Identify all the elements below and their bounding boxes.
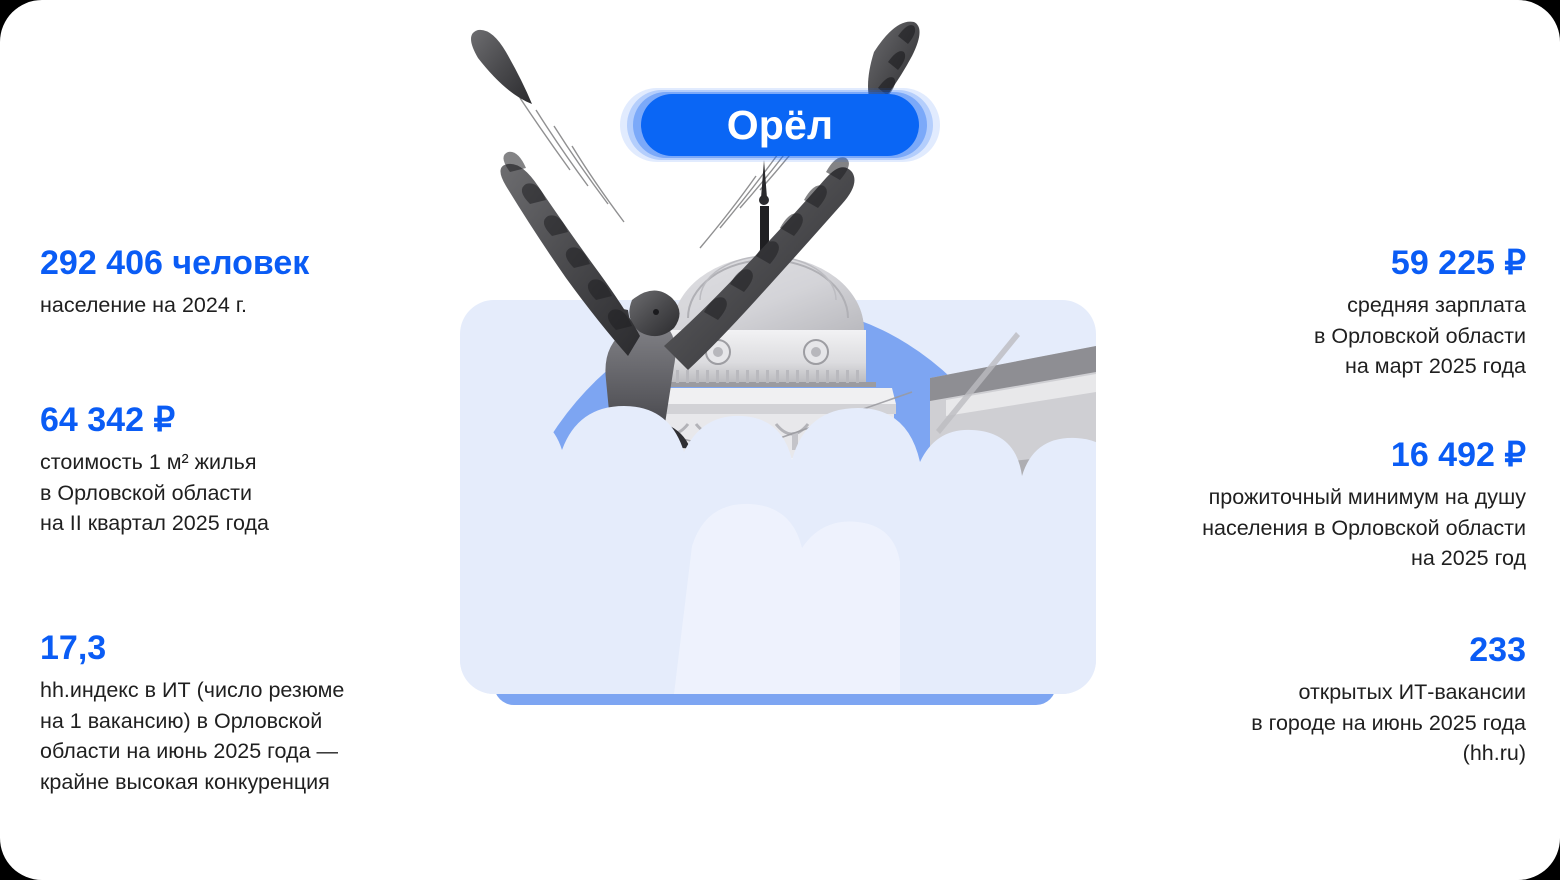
stat-value: 59 225 ₽ (1390, 244, 1526, 282)
stat-desc-line: на март 2025 года (1344, 354, 1526, 379)
stat-housing-price: 64 342 ₽ стоимость 1 м² жилья в Орловско… (40, 400, 460, 539)
stat-description: население на 2024 г. (40, 290, 460, 321)
stat-it-vacancies: 233 открытых ИТ-вакансии в городе на июн… (1106, 630, 1526, 769)
stat-living-wage: 16 492 ₽ прожиточный минимум на душу нас… (1086, 435, 1526, 574)
stat-desc-line: населения в Орловской области (1202, 515, 1526, 540)
stat-desc-line: средняя зарплата (1347, 293, 1526, 318)
city-title-badge: Орёл (620, 88, 940, 162)
stat-value: 16 492 ₽ (1390, 436, 1526, 474)
stat-desc-line: на 2025 год (1410, 546, 1526, 571)
stat-desc-line: прожиточный минимум на душу (1208, 485, 1526, 510)
stat-desc-line: на II квартал 2025 года (40, 511, 269, 536)
stat-description: прожиточный минимум на душу населения в … (1086, 482, 1526, 574)
stat-desc-line: области на июнь 2025 года — (40, 739, 339, 764)
stat-description: hh.индекс в ИТ (число резюме на 1 ваканс… (40, 675, 450, 797)
stat-desc-line: на 1 вакансию) в Орловской (40, 708, 323, 733)
stat-average-salary: 59 225 ₽ средняя зарплата в Орловской об… (1106, 243, 1526, 382)
stat-desc-line: население на 2024 г. (40, 293, 247, 318)
stat-desc-line: hh.индекс в ИТ (число резюме (40, 678, 345, 703)
stat-description: средняя зарплата в Орловской области на … (1106, 290, 1526, 382)
stat-desc-line: стоимость 1 м² жилья (40, 450, 257, 475)
stat-description: стоимость 1 м² жилья в Орловской области… (40, 447, 460, 539)
stat-desc-line: в городе на июнь 2025 года (1251, 710, 1526, 735)
stat-desc-line: в Орловской области (40, 480, 253, 505)
stat-desc-line: открытых ИТ-вакансии (1298, 680, 1526, 705)
stat-value: 292 406 человек (40, 244, 310, 282)
city-name: Орёл (726, 101, 834, 148)
stat-hh-index: 17,3 hh.индекс в ИТ (число резюме на 1 в… (40, 628, 450, 797)
stat-value: 17,3 (40, 629, 107, 667)
cloud-foreground (460, 300, 1096, 694)
stat-description: открытых ИТ-вакансии в городе на июнь 20… (1106, 677, 1526, 769)
city-illustration (460, 0, 1096, 705)
stat-desc-line: в Орловской области (1313, 323, 1526, 348)
badge-pill: Орёл (641, 94, 919, 156)
stat-population: 292 406 человек население на 2024 г. (40, 243, 460, 321)
stat-value: 233 (1469, 631, 1526, 669)
stat-desc-line: крайне высокая конкуренция (40, 769, 330, 794)
stat-desc-line: (hh.ru) (1462, 741, 1526, 766)
stat-value: 64 342 ₽ (40, 401, 176, 439)
